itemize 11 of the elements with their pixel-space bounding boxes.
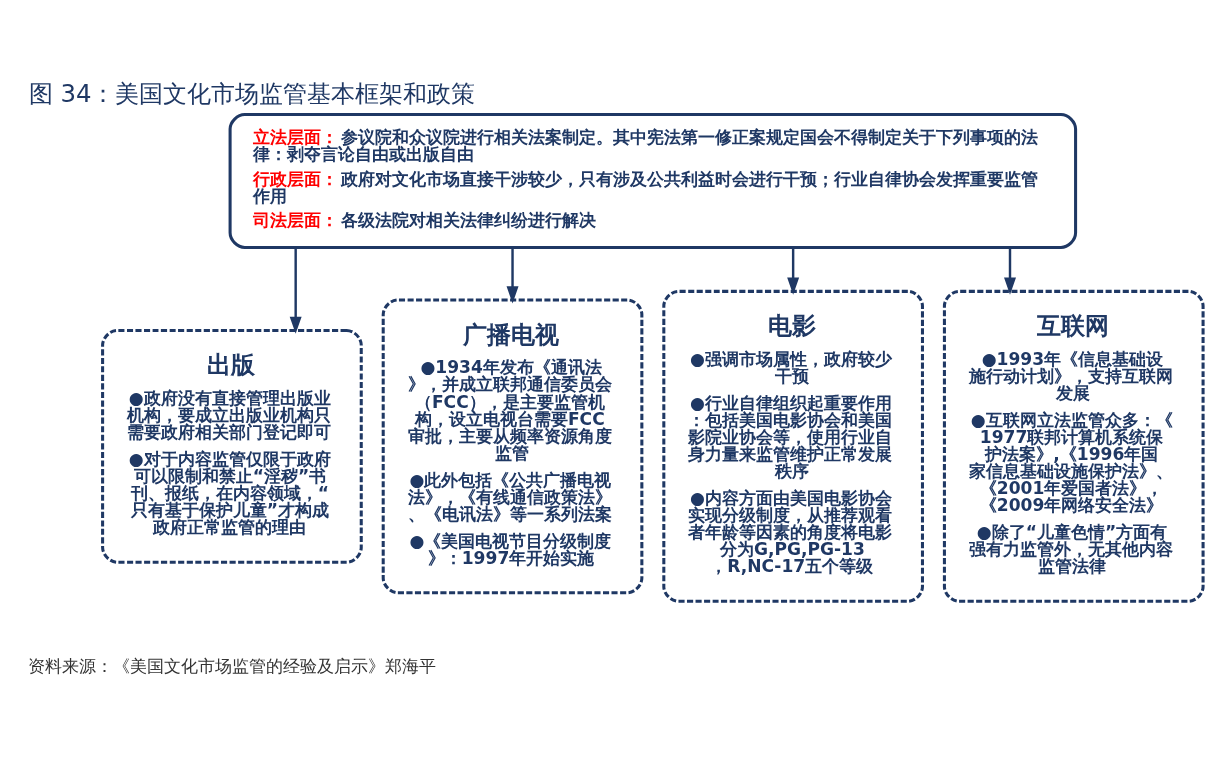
node-box: 广播电视 ●1934年发布《通讯法》，并成立联邦通信委员会（FCC），是主要监管机构，设立电视台需要FCC审批，主要从频率资源角度监管 ●此外包括《公共广播电视法》，《有线通信政策法》、《电讯法》等一系列法案 ●《美国电视节目分级制度》：1997年开始实施 xyxy=(381,298,644,595)
node-box: 立法层面：参议院和众议院进行相关法案制定。其中宪法第一修正案规定国会不得制定关于下列事项的法律：剥夺言论自由或出版自由 行政层面：政府对文化市场直接干涉较少，只有涉及公共利益时会进行干预；行业自律协会发挥重要监管作用 司法层面：各级法院对相关法律纠纷进行解决 xyxy=(228,112,1078,249)
arrow xyxy=(506,247,519,304)
diagram-title: 图 34：美国文化市场监管基本框架和政策 xyxy=(28,79,476,109)
node-box: 出版 ●政府没有直接管理出版业机构，要成立出版业机构只需要政府相关部门登记即可 ●对于内容监管仅限于政府可以限制和禁止“淫秽”书刊、报纸，在内容领域，“只有基于保护儿童”才构成政府正常监管的理由 xyxy=(101,328,363,564)
arrow xyxy=(787,247,800,295)
arrow xyxy=(1004,247,1016,295)
node-box: 互联网 ●1993年《信息基础设施行动计划》，支持互联网发展 ●互联网立法监管众多：《1977联邦计算机系统保护法案》,《1996年国家信息基础设施保护法》、《2001年爱国者法》，《2009年网络安全法》 ●除了“儿童色情”方面有强有力监管外，无其他内容监管法律 xyxy=(942,289,1205,603)
node-box: 电影 ●强调市场属性，政府较少干预 ●行业自律组织起重要作用：包括美国电影协会和美国影院业协会等，使用行业自身力量来监管维护正常发展秩序 ●内容方面由美国电影协会实现分级制度，从推荐观看者年龄等因素的角度将电影分为G,PG,PG-13，R,NC-17五个等级 xyxy=(662,289,924,603)
caption: 资料来源：《美国文化市场监管的经验及启示》郑海平 xyxy=(27,655,436,676)
arrow xyxy=(289,247,302,334)
